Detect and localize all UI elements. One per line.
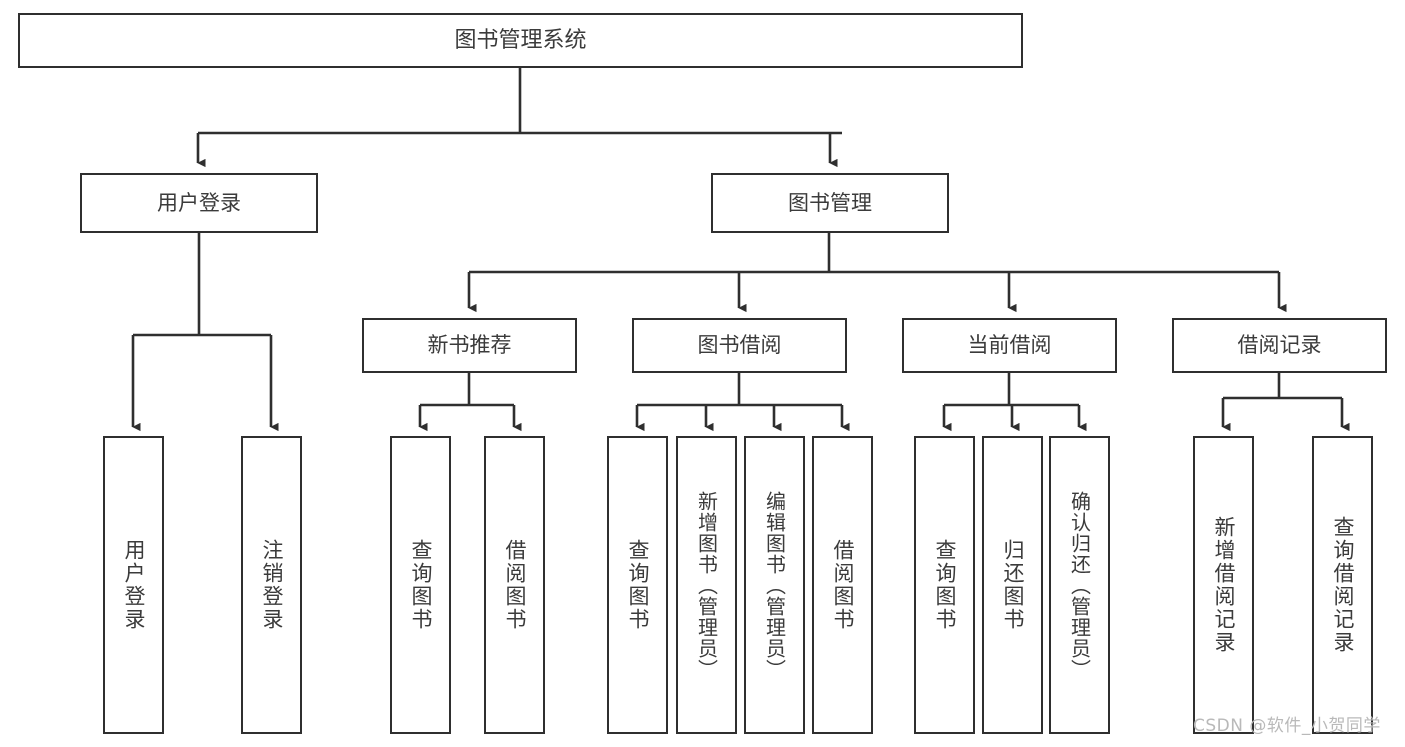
node-label: 编辑图书（管理员） (762, 490, 787, 680)
node-label: 图书借阅 (697, 333, 782, 358)
leaf-edit-book-admin[interactable]: 编辑图书（管理员） (744, 436, 805, 734)
node-user-login[interactable]: 用户登录 (80, 173, 318, 233)
node-label: 查询借阅记录 (1331, 516, 1355, 654)
node-label: 新增图书（管理员） (694, 490, 719, 680)
watermark-text: CSDN @软件_小贺同学 (1193, 716, 1381, 736)
node-label: 新增借阅记录 (1212, 516, 1236, 654)
node-label: 查询图书 (933, 539, 957, 631)
node-label: 查询图书 (409, 539, 433, 631)
node-root-system[interactable]: 图书管理系统 (18, 13, 1023, 68)
node-current-borrow[interactable]: 当前借阅 (902, 318, 1117, 373)
node-label: 新书推荐 (427, 333, 512, 358)
node-label: 用户登录 (157, 190, 241, 215)
leaf-query-borrow-record[interactable]: 查询借阅记录 (1312, 436, 1373, 734)
node-label: 当前借阅 (967, 333, 1052, 358)
node-label: 用户登录 (122, 539, 146, 631)
node-label: 借阅记录 (1237, 333, 1322, 358)
leaf-borrow-book-newbook[interactable]: 借阅图书 (484, 436, 545, 734)
node-book-borrow[interactable]: 图书借阅 (632, 318, 847, 373)
leaf-query-book-newbook[interactable]: 查询图书 (390, 436, 451, 734)
node-label: 查询图书 (626, 539, 650, 631)
leaf-borrow-book-borrow[interactable]: 借阅图书 (812, 436, 873, 734)
leaf-query-book-borrow[interactable]: 查询图书 (607, 436, 668, 734)
node-label: 借阅图书 (503, 539, 527, 631)
node-borrow-records[interactable]: 借阅记录 (1172, 318, 1387, 373)
leaf-query-book-current[interactable]: 查询图书 (914, 436, 975, 734)
node-label: 借阅图书 (831, 539, 855, 631)
node-label: 图书管理系统 (454, 27, 587, 53)
node-label: 确认归还（管理员） (1067, 490, 1092, 680)
node-label: 注销登录 (260, 539, 284, 631)
leaf-return-book[interactable]: 归还图书 (982, 436, 1043, 734)
leaf-user-login[interactable]: 用户登录 (103, 436, 164, 734)
leaf-add-borrow-record[interactable]: 新增借阅记录 (1193, 436, 1254, 734)
leaf-add-book-admin[interactable]: 新增图书（管理员） (676, 436, 737, 734)
node-new-book-recommend[interactable]: 新书推荐 (362, 318, 577, 373)
node-label: 图书管理 (788, 190, 872, 215)
node-label: 归还图书 (1001, 539, 1025, 631)
leaf-confirm-return-admin[interactable]: 确认归还（管理员） (1049, 436, 1110, 734)
node-book-management[interactable]: 图书管理 (711, 173, 949, 233)
leaf-logout-login[interactable]: 注销登录 (241, 436, 302, 734)
